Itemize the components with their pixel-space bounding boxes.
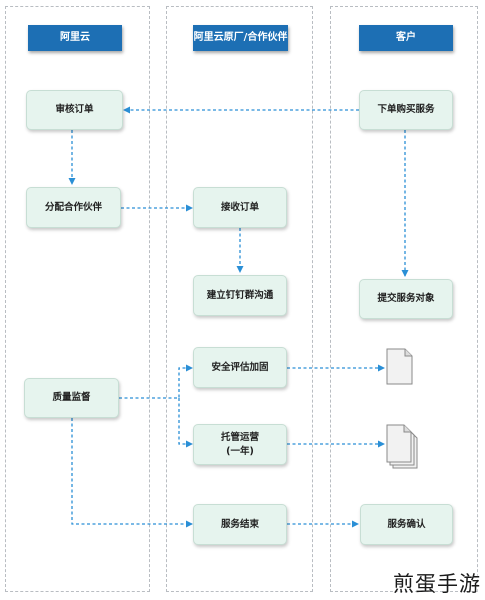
node-submit-target-label: 提交服务对象 xyxy=(377,293,435,304)
node-assign-partner-label: 分配合作伙伴 xyxy=(44,201,102,213)
node-managed-ops-line2: (一年) xyxy=(226,445,254,457)
lane-customer xyxy=(330,6,478,592)
lane-aliyun xyxy=(5,6,150,592)
node-managed-ops: 托管运营 (一年) xyxy=(193,424,287,465)
multi-document-icon xyxy=(386,424,418,469)
arrow-quality-to-hardening xyxy=(119,364,193,399)
node-quality-supervision: 质量监督 xyxy=(24,378,119,418)
node-place-order-label: 下单购买服务 xyxy=(377,104,435,115)
lane-header-partner: 阿里云原厂/合作伙伴 xyxy=(193,25,288,51)
node-build-group: 建立钉钉群沟通 xyxy=(193,275,287,316)
node-place-order: 下单购买服务 xyxy=(359,90,453,130)
node-submit-target: 提交服务对象 xyxy=(359,279,453,319)
node-service-end: 服务结束 xyxy=(193,504,287,545)
watermark: 煎蛋手游 xyxy=(393,572,481,596)
lane-header-customer: 客户 xyxy=(359,25,453,51)
node-receive-order-label: 接收订单 xyxy=(220,201,259,213)
node-review-order: 审核订单 xyxy=(26,90,123,130)
arrow-quality-to-end xyxy=(71,418,193,528)
node-security-hardening: 安全评估加固 xyxy=(193,347,287,388)
node-review-order-label: 审核订单 xyxy=(55,104,94,115)
node-service-confirm-label: 服务确认 xyxy=(387,518,426,530)
node-service-end-label: 服务结束 xyxy=(220,518,259,530)
node-assign-partner: 分配合作伙伴 xyxy=(26,187,121,228)
node-quality-supervision-label: 质量监督 xyxy=(52,392,91,403)
node-receive-order: 接收订单 xyxy=(193,187,287,228)
node-security-hardening-label: 安全评估加固 xyxy=(211,361,269,373)
lane-partner xyxy=(166,6,313,592)
document-icon xyxy=(386,348,413,385)
lane-header-aliyun: 阿里云 xyxy=(28,25,122,51)
node-build-group-label: 建立钉钉群沟通 xyxy=(206,289,274,301)
node-managed-ops-line1: 托管运营 xyxy=(220,431,259,443)
arrow-quality-to-managed xyxy=(178,398,193,448)
node-service-confirm: 服务确认 xyxy=(360,504,453,545)
